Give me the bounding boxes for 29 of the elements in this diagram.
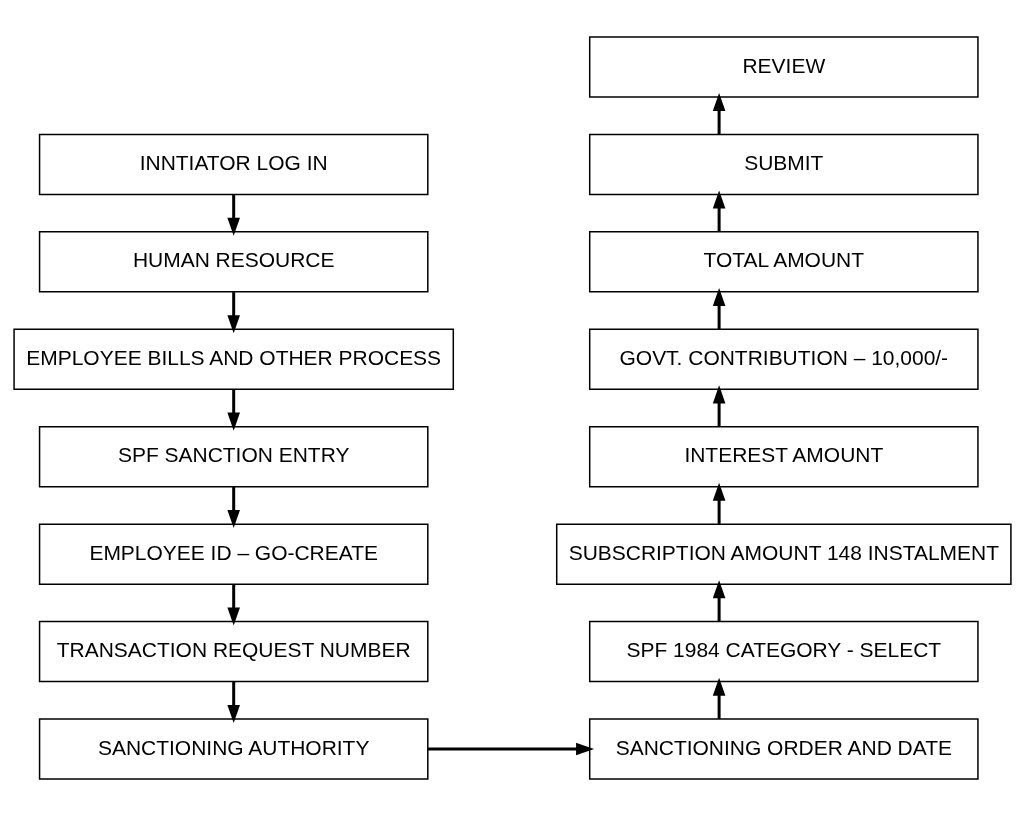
arrow — [227, 389, 240, 431]
node-box: REVIEW — [588, 36, 979, 98]
node-box: SUBSCRIPTION AMOUNT 148 INSTALMENT — [555, 523, 1012, 585]
node-box: GOVT. CONTRIBUTION – 10,000/- — [588, 328, 979, 390]
arrow — [428, 742, 595, 756]
node-box: HUMAN RESOURCE — [38, 231, 429, 293]
node-box: TRANSACTION REQUEST NUMBER — [38, 620, 429, 683]
node-box: EMPLOYEE BILLS AND OTHER PROCESS — [13, 328, 455, 390]
node-box: SPF 1984 CATEGORY - SELECT — [588, 620, 979, 683]
arrow — [227, 292, 240, 334]
arrow — [712, 93, 726, 135]
node-box: INTEREST AMOUNT — [588, 426, 979, 488]
arrow — [712, 677, 726, 719]
node-box: SPF SANCTION ENTRY — [38, 426, 429, 488]
arrow — [712, 482, 726, 524]
arrow — [712, 385, 726, 427]
node-box: SANCTIONING AUTHORITY — [38, 718, 429, 780]
node-box: TOTAL AMOUNT — [588, 231, 979, 293]
arrow — [712, 190, 726, 232]
node-box: SUBMIT — [588, 133, 979, 196]
node-box: INNTIATOR LOG IN — [38, 133, 429, 196]
arrow — [227, 194, 240, 236]
arrow — [227, 487, 240, 529]
arrow — [712, 287, 726, 329]
arrow — [712, 580, 726, 622]
arrow — [227, 584, 240, 626]
arrow — [227, 681, 240, 723]
node-box: SANCTIONING ORDER AND DATE — [588, 718, 979, 780]
node-box: EMPLOYEE ID – GO-CREATE — [38, 523, 429, 585]
